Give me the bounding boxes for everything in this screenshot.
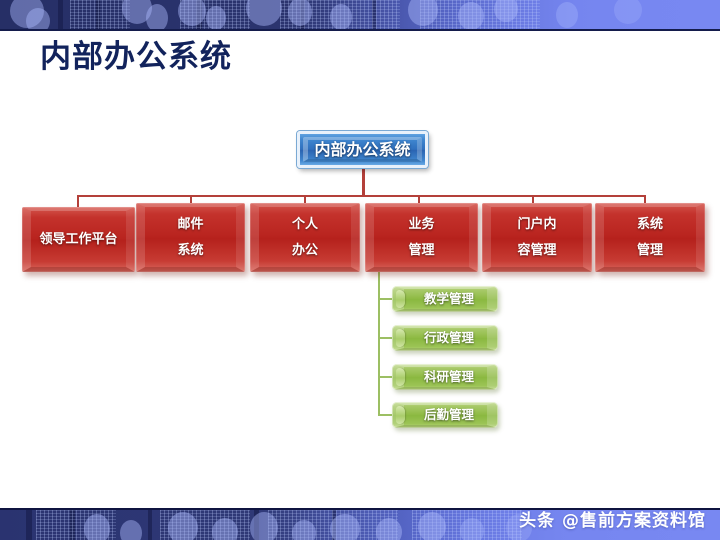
node-label-line-1: 邮件 bbox=[177, 216, 204, 232]
connector-horizontal-bus bbox=[77, 195, 645, 197]
connector-green-stub-1 bbox=[378, 298, 394, 300]
node-label: 后勤管理 bbox=[423, 407, 474, 422]
connector-green-stub-4 bbox=[378, 414, 394, 416]
node-business-management[interactable]: 业务 管理 bbox=[365, 203, 478, 272]
node-personal-office[interactable]: 个人 办公 bbox=[250, 203, 360, 272]
node-administrative-management[interactable]: 行政管理 bbox=[392, 325, 498, 351]
connector-root-stem bbox=[362, 168, 365, 196]
node-root-internal-office-system[interactable]: 内部办公系统 bbox=[297, 131, 428, 168]
node-knob-icon bbox=[396, 290, 405, 308]
node-logistics-management[interactable]: 后勤管理 bbox=[392, 402, 498, 428]
node-label-line-2: 系统 bbox=[177, 242, 204, 258]
node-label: 科研管理 bbox=[423, 369, 474, 384]
node-knob-icon bbox=[396, 368, 405, 386]
node-research-management[interactable]: 科研管理 bbox=[392, 364, 498, 390]
node-label-line-1: 个人 bbox=[291, 216, 318, 232]
connector-drop-1 bbox=[77, 195, 79, 208]
page-title: 内部办公系统 bbox=[40, 39, 232, 75]
watermark-label: 头条 @售前方案资料馆 bbox=[519, 511, 706, 531]
node-label-line-2: 办公 bbox=[291, 242, 318, 258]
node-mail-system[interactable]: 邮件 系统 bbox=[136, 203, 245, 272]
node-label-line-1: 业务 bbox=[408, 216, 435, 232]
connector-drop-5 bbox=[532, 195, 534, 208]
banner-divider bbox=[0, 29, 720, 31]
node-portal-content-management[interactable]: 门户内 容管理 bbox=[482, 203, 592, 272]
connector-green-stub-3 bbox=[378, 376, 394, 378]
connector-green-spine bbox=[378, 272, 380, 416]
connector-drop-4 bbox=[418, 195, 420, 208]
node-knob-icon bbox=[396, 406, 405, 424]
node-label: 行政管理 bbox=[423, 330, 474, 345]
connector-drop-6 bbox=[644, 195, 646, 208]
connector-drop-3 bbox=[304, 195, 306, 208]
node-knob-icon bbox=[396, 329, 405, 347]
node-label-line-2: 容管理 bbox=[517, 242, 557, 258]
connector-drop-2 bbox=[190, 195, 192, 208]
top-banner-decoration bbox=[0, 0, 720, 30]
node-label-line-2: 管理 bbox=[408, 242, 435, 258]
node-label-line-1: 领导工作平台 bbox=[39, 231, 118, 247]
connector-green-stub-2 bbox=[378, 337, 394, 339]
node-leader-work-platform[interactable]: 领导工作平台 bbox=[22, 207, 135, 272]
node-teaching-management[interactable]: 教学管理 bbox=[392, 286, 498, 312]
node-label-line-2: 管理 bbox=[636, 242, 663, 258]
node-label-line-1: 系统 bbox=[636, 216, 663, 232]
node-label: 教学管理 bbox=[423, 291, 474, 306]
node-root-label: 内部办公系统 bbox=[314, 139, 411, 159]
node-system-management[interactable]: 系统 管理 bbox=[595, 203, 705, 272]
node-label-line-1: 门户内 bbox=[517, 216, 557, 232]
bottom-banner-decoration bbox=[0, 508, 720, 540]
